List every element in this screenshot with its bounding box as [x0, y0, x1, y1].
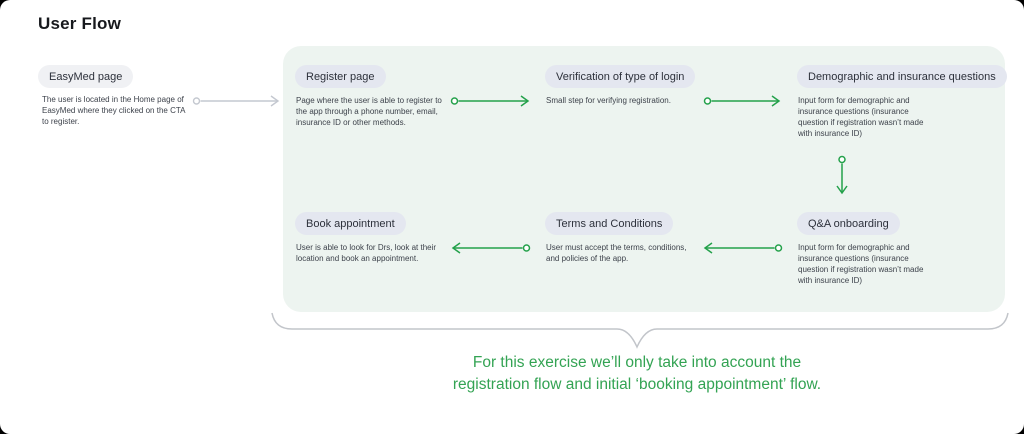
- node-pill-verification: Verification of type of login: [545, 65, 696, 88]
- node-label: Register page: [306, 70, 375, 83]
- node-label: Terms and Conditions: [556, 217, 663, 230]
- arrow-left-icon: [451, 242, 531, 254]
- node-pill-qa-onboarding: Q&A onboarding: [797, 212, 900, 235]
- node-label: Book appointment: [306, 217, 395, 230]
- node-description-terms-conditions: User must accept the terms, conditions, …: [546, 243, 687, 263]
- node-description-easymed-page: The user is located in the Home page of …: [42, 95, 186, 126]
- node-pill-book-appointment: Book appointment: [295, 212, 406, 235]
- flow-group-container: [283, 46, 1005, 312]
- node-description-register-page: Page where the user is able to register …: [296, 96, 442, 127]
- node-description-book-appointment: User is able to look for Drs, look at th…: [296, 243, 437, 263]
- page-title: User Flow: [38, 14, 122, 33]
- node-pill-easymed-page: EasyMed page: [38, 65, 134, 88]
- node-pill-demographic: Demographic and insurance questions: [797, 65, 1007, 88]
- node-label: Demographic and insurance questions: [808, 70, 996, 83]
- brace-icon: [271, 312, 1009, 349]
- scope-caption-line2: registration flow and initial ‘booking a…: [452, 376, 822, 393]
- node-description-verification: Small step for verifying registration.: [546, 96, 671, 105]
- scope-caption: For this exercise we’ll only take into a…: [337, 352, 937, 396]
- arrow-right-gray-icon: [192, 95, 280, 107]
- node-description-qa-onboarding: Input form for demographic and insurance…: [798, 243, 924, 285]
- arrow-left-icon: [703, 242, 783, 254]
- node-description-demographic: Input form for demographic and insurance…: [798, 96, 924, 138]
- scope-caption-line1: For this exercise we’ll only take into a…: [472, 354, 802, 371]
- node-label: Q&A onboarding: [808, 217, 889, 230]
- node-label: EasyMed page: [49, 70, 123, 83]
- arrow-right-icon: [450, 95, 530, 107]
- node-pill-terms-conditions: Terms and Conditions: [545, 212, 674, 235]
- arrow-right-icon: [703, 95, 781, 107]
- node-pill-register-page: Register page: [295, 65, 386, 88]
- arrow-down-icon: [836, 155, 848, 195]
- node-label: Verification of type of login: [556, 70, 685, 83]
